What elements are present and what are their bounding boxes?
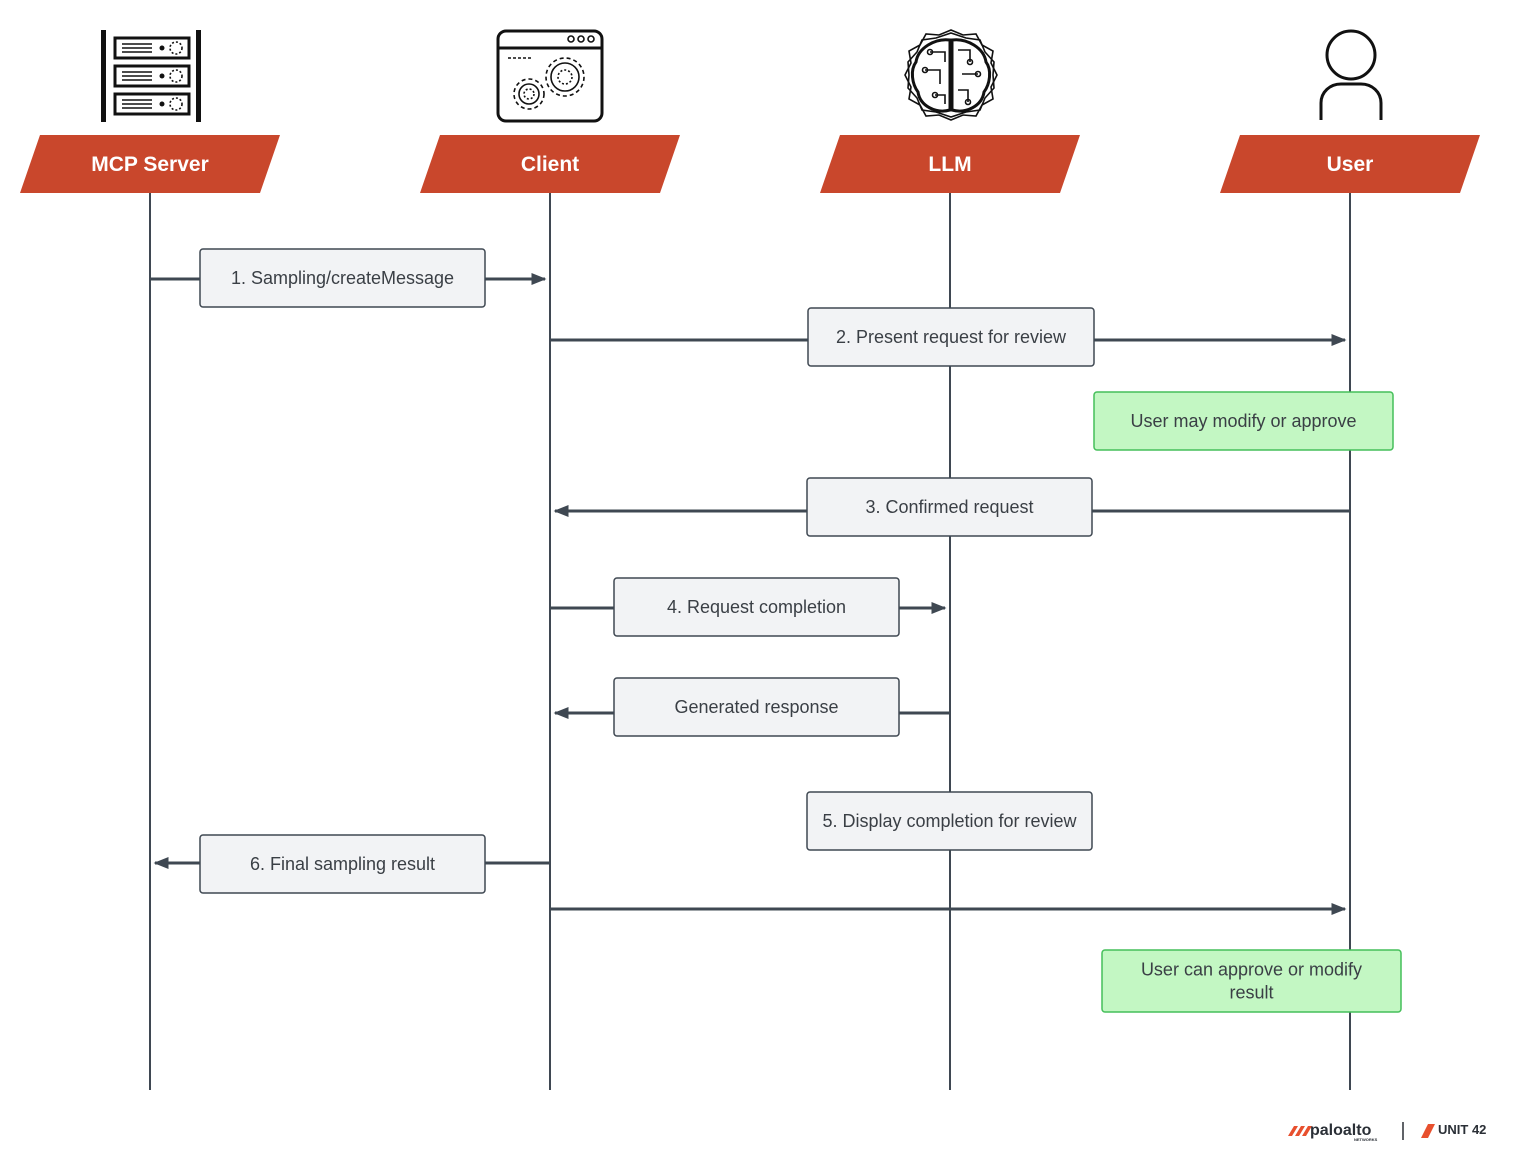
message-2-present-request-for-review: 2. Present request for review xyxy=(807,307,1095,367)
paloalto-logo: paloalto NETWORKS xyxy=(1288,1122,1378,1142)
unit42-logo: UNIT 42 xyxy=(1421,1122,1486,1138)
note-box xyxy=(1101,949,1402,1013)
header-shape xyxy=(1220,135,1480,193)
message-label: 5. Display completion for review xyxy=(822,811,1077,831)
message-label: 3. Confirmed request xyxy=(865,497,1033,517)
paloalto-wordmark: paloalto xyxy=(1310,1122,1372,1139)
message-label: 1. Sampling/createMessage xyxy=(231,268,454,288)
user-note-1: User may modify or approve xyxy=(1093,391,1394,451)
message-label: Generated response xyxy=(674,697,838,717)
message-box xyxy=(613,577,900,637)
note-text: User may modify or approve xyxy=(1130,411,1356,431)
user-note-2: User can approve or modify result xyxy=(1101,949,1402,1013)
paloalto-subtext: NETWORKS xyxy=(1354,1137,1378,1142)
server-rack-icon xyxy=(101,30,201,122)
message-box xyxy=(806,791,1093,851)
user-icon xyxy=(1319,29,1383,120)
message-4-request-completion: 4. Request completion xyxy=(613,577,900,637)
message-6-final-sampling-result: 6. Final sampling result xyxy=(199,834,486,894)
message-box xyxy=(199,248,486,308)
message-label: 4. Request completion xyxy=(667,597,846,617)
header-label: LLM xyxy=(928,153,971,176)
note-text: result xyxy=(1229,983,1273,1003)
message-5-display-completion-for-review: 5. Display completion for review xyxy=(806,791,1093,851)
message-label: 2. Present request for review xyxy=(836,327,1067,347)
header-llm: LLM xyxy=(820,135,1080,193)
note-text: User can approve or modify xyxy=(1141,960,1362,980)
browser-gears-icon xyxy=(496,29,604,123)
message-box xyxy=(807,307,1095,367)
note-box xyxy=(1093,391,1394,451)
header-shape xyxy=(420,135,680,193)
message-box xyxy=(199,834,486,894)
message-3-confirmed-request: 3. Confirmed request xyxy=(806,477,1093,537)
header-user: User xyxy=(1220,135,1480,193)
header-label: User xyxy=(1327,153,1374,176)
header-client: Client xyxy=(420,135,680,193)
header-shape xyxy=(820,135,1080,193)
message-box xyxy=(613,677,900,737)
header-shape xyxy=(20,135,280,193)
message-generated-response: Generated response xyxy=(613,677,900,737)
message-1-sampling-createmessage: 1. Sampling/createMessage xyxy=(199,248,486,308)
header-mcp-server: MCP Server xyxy=(20,135,280,193)
message-box xyxy=(806,477,1093,537)
message-label: 6. Final sampling result xyxy=(250,854,435,874)
unit42-wordmark: UNIT 42 xyxy=(1438,1122,1486,1137)
header-label: MCP Server xyxy=(91,153,209,176)
brain-circuit-icon xyxy=(904,29,998,121)
header-label: Client xyxy=(521,153,579,176)
